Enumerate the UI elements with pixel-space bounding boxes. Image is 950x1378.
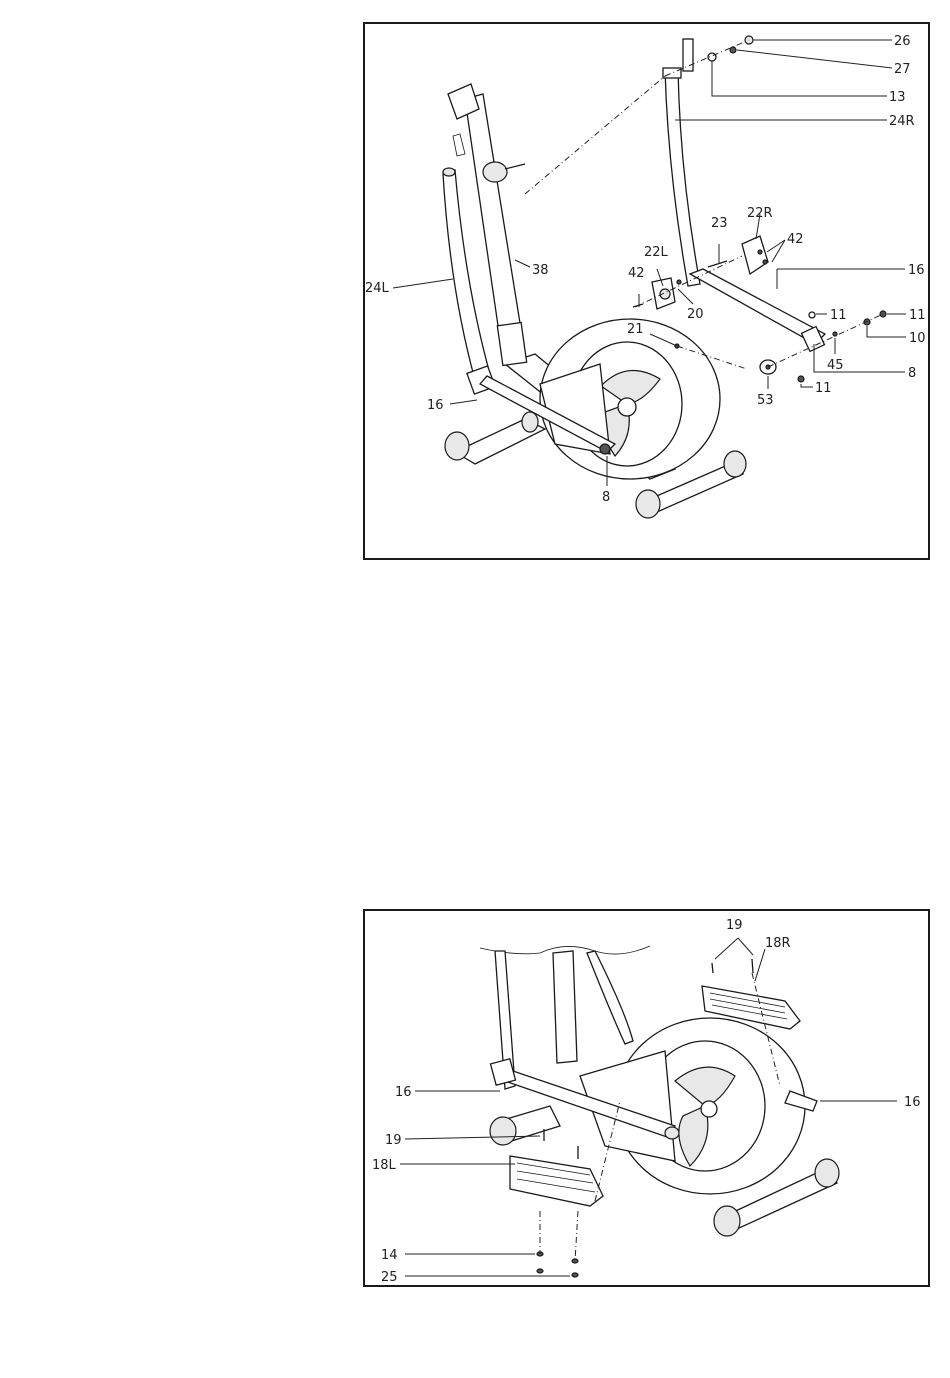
label-8-right: 8 [908, 366, 916, 381]
left-pedal [510, 1156, 603, 1206]
washer-45 [833, 332, 837, 336]
label-16-right: 16 [904, 1095, 921, 1110]
label-19-top: 19 [726, 918, 743, 933]
rear-stabilizer [445, 412, 545, 464]
cap-11c [798, 376, 804, 382]
flywheel-housing [540, 319, 720, 479]
right-handlebar [665, 69, 700, 286]
label-45: 45 [827, 358, 844, 373]
top-diagram-svg: 26 27 13 24R 23 22R 42 22L 42 16 38 24L … [365, 24, 932, 562]
label-19-left: 19 [385, 1133, 402, 1148]
label-53: 53 [757, 393, 774, 408]
label-8-bottom: 8 [602, 490, 610, 505]
label-11-cap: 11 [909, 308, 926, 323]
label-42-left: 42 [628, 266, 645, 281]
bolt-19-right-a [712, 963, 713, 973]
label-20: 20 [687, 307, 704, 322]
bracket-22R [742, 236, 768, 274]
bolt-19-right-b [752, 959, 753, 973]
upright-post [553, 951, 577, 1063]
pivot-bearing [483, 162, 507, 182]
rear-stabilizer [490, 1106, 560, 1145]
label-22L: 22L [644, 245, 669, 260]
label-23: 23 [711, 216, 728, 231]
label-16-right: 16 [908, 263, 925, 278]
label-14: 14 [381, 1248, 398, 1263]
washer-11a [809, 312, 815, 318]
label-16-left: 16 [427, 398, 444, 413]
label-10: 10 [909, 331, 926, 346]
label-42-right: 42 [787, 232, 804, 247]
label-38: 38 [532, 263, 549, 278]
label-24R: 24R [889, 114, 915, 129]
label-11-lower: 11 [815, 381, 832, 396]
bolt-23 [708, 261, 727, 267]
label-26: 26 [894, 34, 911, 49]
label-11-washer: 11 [830, 308, 847, 323]
label-24L: 24L [365, 281, 390, 296]
label-22R: 22R [747, 206, 773, 221]
nut-25 [537, 1269, 543, 1273]
label-21: 21 [627, 322, 644, 337]
assembly-diagram-top: 26 27 13 24R 23 22R 42 22L 42 16 38 24L … [363, 22, 930, 560]
label-13: 13 [889, 90, 906, 105]
bushing-20 [677, 280, 681, 284]
label-18L: 18L [372, 1158, 397, 1173]
label-18R: 18R [765, 936, 791, 951]
assembly-diagram-bottom: 19 18R 16 16 19 18L 14 25 [363, 909, 930, 1287]
label-25: 25 [381, 1270, 398, 1285]
label-16-left: 16 [395, 1085, 412, 1100]
nut-27 [730, 47, 736, 53]
bottom-diagram-svg: 19 18R 16 16 19 18L 14 25 [365, 911, 932, 1289]
label-27: 27 [894, 62, 911, 77]
